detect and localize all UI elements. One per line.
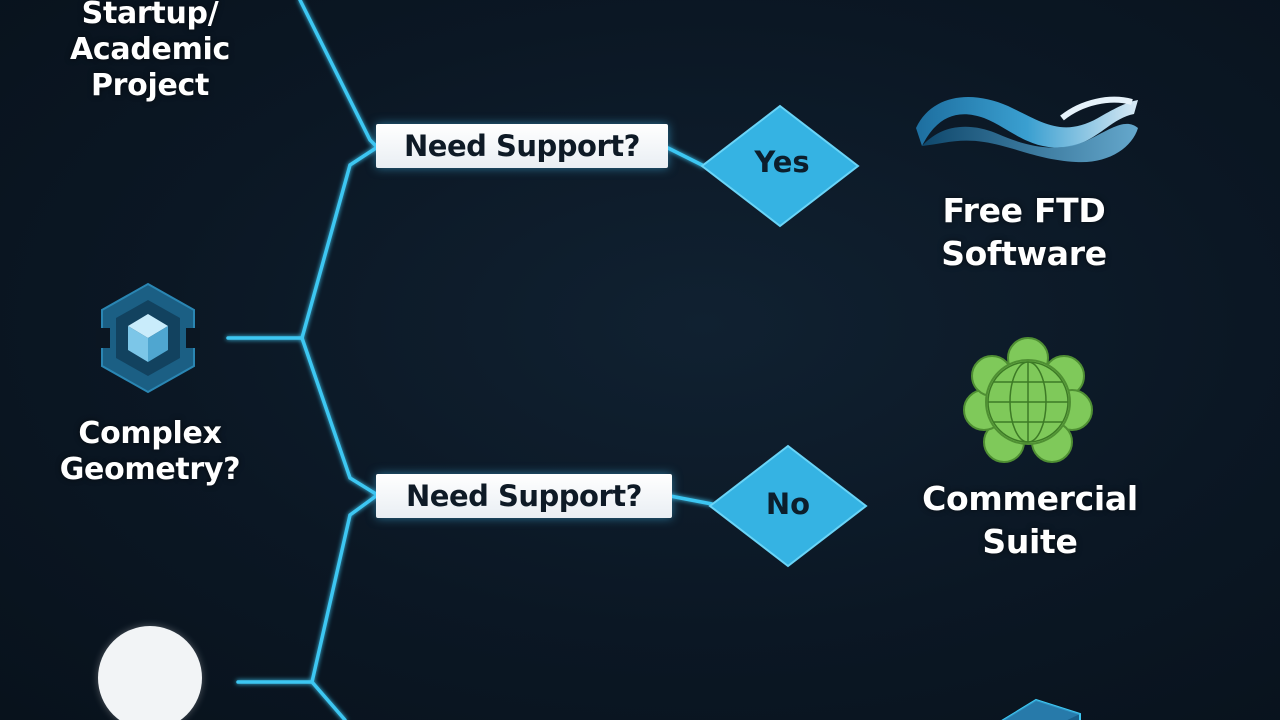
need-support-question-1: Need Support? [376,124,668,168]
partial-blue-box-icon [980,692,1090,720]
connector-question-1-to-yes [666,146,706,168]
yes-decision-label: Yes [754,145,810,179]
free-ftd-software-label: Free FTD Software [941,191,1107,273]
white-circle-icon [98,626,202,720]
complex-geometry-label: Complex Geometry? [59,416,241,487]
startup-academic-label: Startup/ Academic Project [70,0,230,103]
need-support-question-2: Need Support? [376,474,672,518]
no-decision-diamond [708,444,868,568]
connector-bottom-circle [236,680,347,720]
hexagon-cube-icon [96,282,200,394]
connector-question-2-to-bottom [310,494,378,684]
connector-top-to-question-1 [298,0,378,148]
commercial-suite-label: Commercial Suite [922,479,1138,561]
no-decision-label: No [765,487,811,521]
connector-question-1-to-junction [300,146,378,340]
connector-question-2-to-no [668,494,714,506]
wave-ribbon-logo-icon [912,88,1140,168]
connector-junction-to-question-2 [300,336,378,496]
yes-decision-diamond [700,104,860,228]
green-globe-flower-icon [960,336,1096,466]
